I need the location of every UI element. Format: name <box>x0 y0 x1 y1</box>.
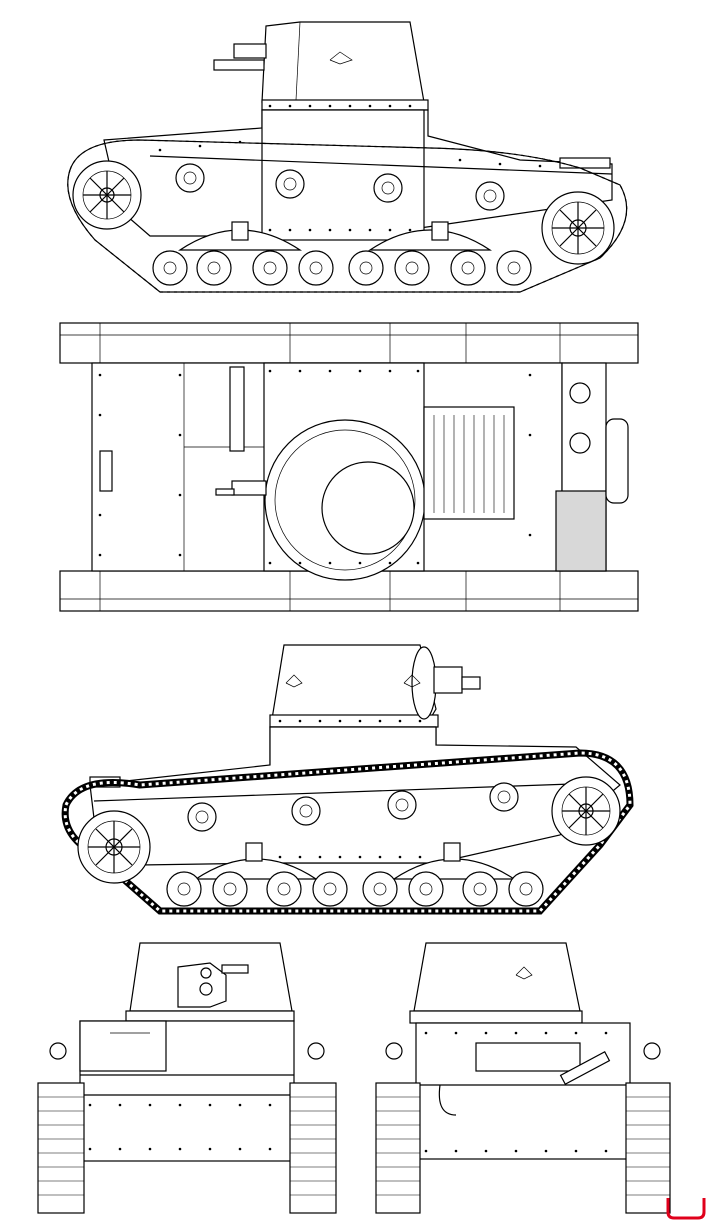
rear-view <box>375 942 671 1214</box>
turret-top <box>215 419 426 581</box>
idler-left <box>77 810 151 884</box>
front-turret <box>125 942 295 1022</box>
suspension-bogies <box>178 221 492 251</box>
road-wheels-left <box>166 871 544 907</box>
return-rollers <box>175 163 505 211</box>
rear-tracks <box>375 1042 671 1214</box>
top-view <box>59 322 639 612</box>
return-rollers-left <box>187 782 519 832</box>
rear-hull <box>415 1022 631 1160</box>
rear-turret <box>409 942 583 1024</box>
engine-grille <box>423 406 515 520</box>
corner-mark <box>666 1198 706 1220</box>
track <box>67 139 628 293</box>
road-wheels <box>152 250 532 286</box>
turret-left <box>269 644 481 728</box>
rivets <box>158 104 542 232</box>
front-view <box>37 942 337 1214</box>
hull-left <box>89 726 621 866</box>
side-view-right <box>67 21 628 293</box>
track-top <box>59 322 639 612</box>
track-left <box>61 749 634 915</box>
sprocket-left <box>551 776 621 846</box>
front-tracks <box>37 1042 337 1214</box>
rivets-top <box>98 369 532 565</box>
front-rivets <box>88 1103 272 1151</box>
rivets-left <box>278 719 422 859</box>
drive-sprocket <box>72 160 142 230</box>
side-view-left <box>61 644 634 915</box>
rear-rivets <box>424 1031 608 1153</box>
rear-deck <box>555 362 629 572</box>
front-hull <box>79 1020 295 1162</box>
idler-wheel <box>541 191 615 265</box>
turret <box>213 21 429 111</box>
